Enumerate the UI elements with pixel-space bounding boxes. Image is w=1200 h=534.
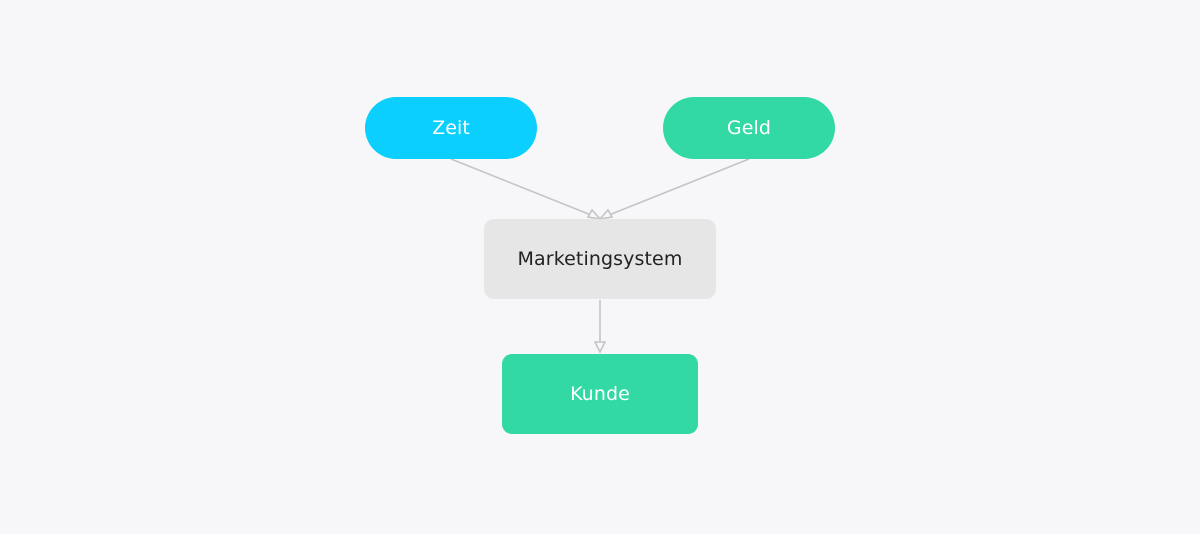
edge-geld-marketing [603,158,750,218]
edge-zeit-marketing [450,158,597,218]
node-zeit: Zeit [365,97,537,159]
node-marketingsystem: Marketingsystem [484,219,716,299]
node-geld: Geld [663,97,835,159]
node-kunde: Kunde [502,354,698,434]
arrowhead-zeit-marketing [586,208,603,221]
arrowhead-marketing-kunde [593,341,607,354]
arrowhead-geld-marketing [597,208,614,221]
